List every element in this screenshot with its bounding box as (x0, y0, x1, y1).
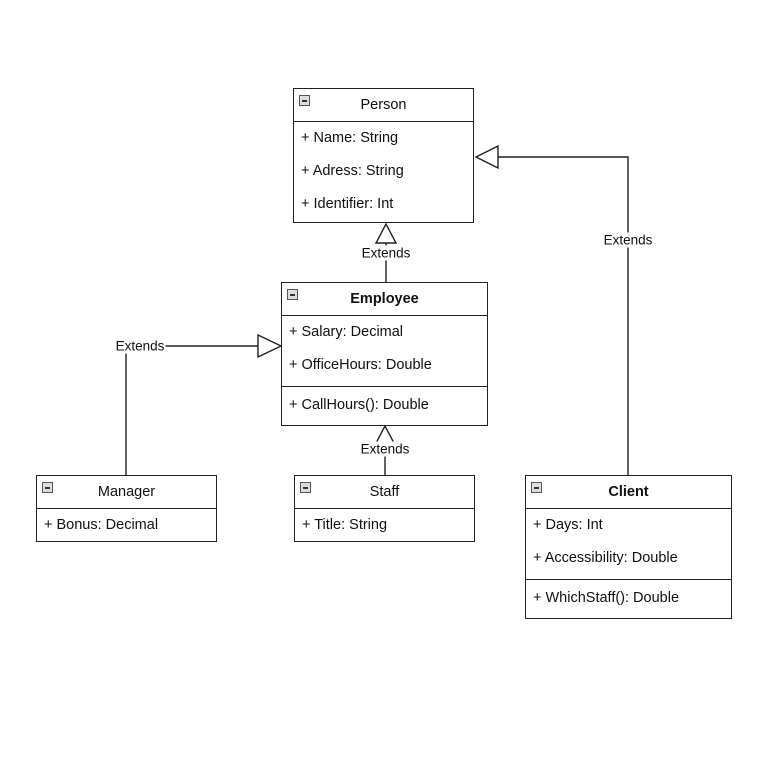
staff-employee-arrowhead (374, 424, 396, 444)
collapse-icon[interactable] (42, 482, 53, 493)
employee-person-arrowhead (374, 222, 398, 244)
collapse-icon[interactable] (531, 482, 542, 493)
client-person-line (498, 156, 629, 476)
extends-label-client-person: Extends (602, 232, 654, 248)
extends-label-employee-person: Extends (360, 245, 412, 261)
class-header: Client (526, 476, 731, 509)
manager-employee-line (125, 345, 258, 476)
class-person[interactable]: Person + Name: String + Adress: String +… (293, 88, 474, 223)
method: + CallHours(): Double (282, 386, 487, 422)
attribute: + Adress: String (301, 163, 404, 179)
class-name: Manager (97, 484, 156, 500)
class-name: Client (608, 484, 649, 500)
class-manager[interactable]: Manager + Bonus: Decimal (36, 475, 217, 542)
class-header: Manager (37, 476, 216, 509)
extends-label-staff-employee: Extends (359, 441, 411, 457)
class-name: Employee (350, 291, 419, 307)
class-name: Staff (369, 484, 400, 500)
class-header: Person (294, 89, 473, 122)
class-staff[interactable]: Staff + Title: String (294, 475, 475, 542)
collapse-icon[interactable] (299, 95, 310, 106)
attribute: + Bonus: Decimal (44, 517, 159, 533)
collapse-icon[interactable] (300, 482, 311, 493)
attribute: + Days: Int (533, 517, 603, 533)
attribute: + OfficeHours: Double (289, 357, 432, 373)
manager-employee-arrowhead (257, 333, 283, 359)
class-client[interactable]: Client + Days: Int + Accessibility: Doub… (525, 475, 732, 619)
class-employee[interactable]: Employee + Salary: Decimal + OfficeHours… (281, 282, 488, 426)
class-header: Employee (282, 283, 487, 316)
client-person-arrowhead (474, 144, 499, 170)
attribute: + Identifier: Int (301, 196, 394, 212)
attribute: + Accessibility: Double (533, 550, 678, 566)
attribute: + Title: String (302, 517, 388, 533)
attribute: + Salary: Decimal (289, 324, 404, 340)
extends-label-manager-employee: Extends (114, 338, 166, 354)
class-header: Staff (295, 476, 474, 509)
method: + WhichStaff(): Double (526, 579, 731, 615)
attribute: + Name: String (301, 130, 399, 146)
collapse-icon[interactable] (287, 289, 298, 300)
class-name: Person (360, 97, 407, 113)
